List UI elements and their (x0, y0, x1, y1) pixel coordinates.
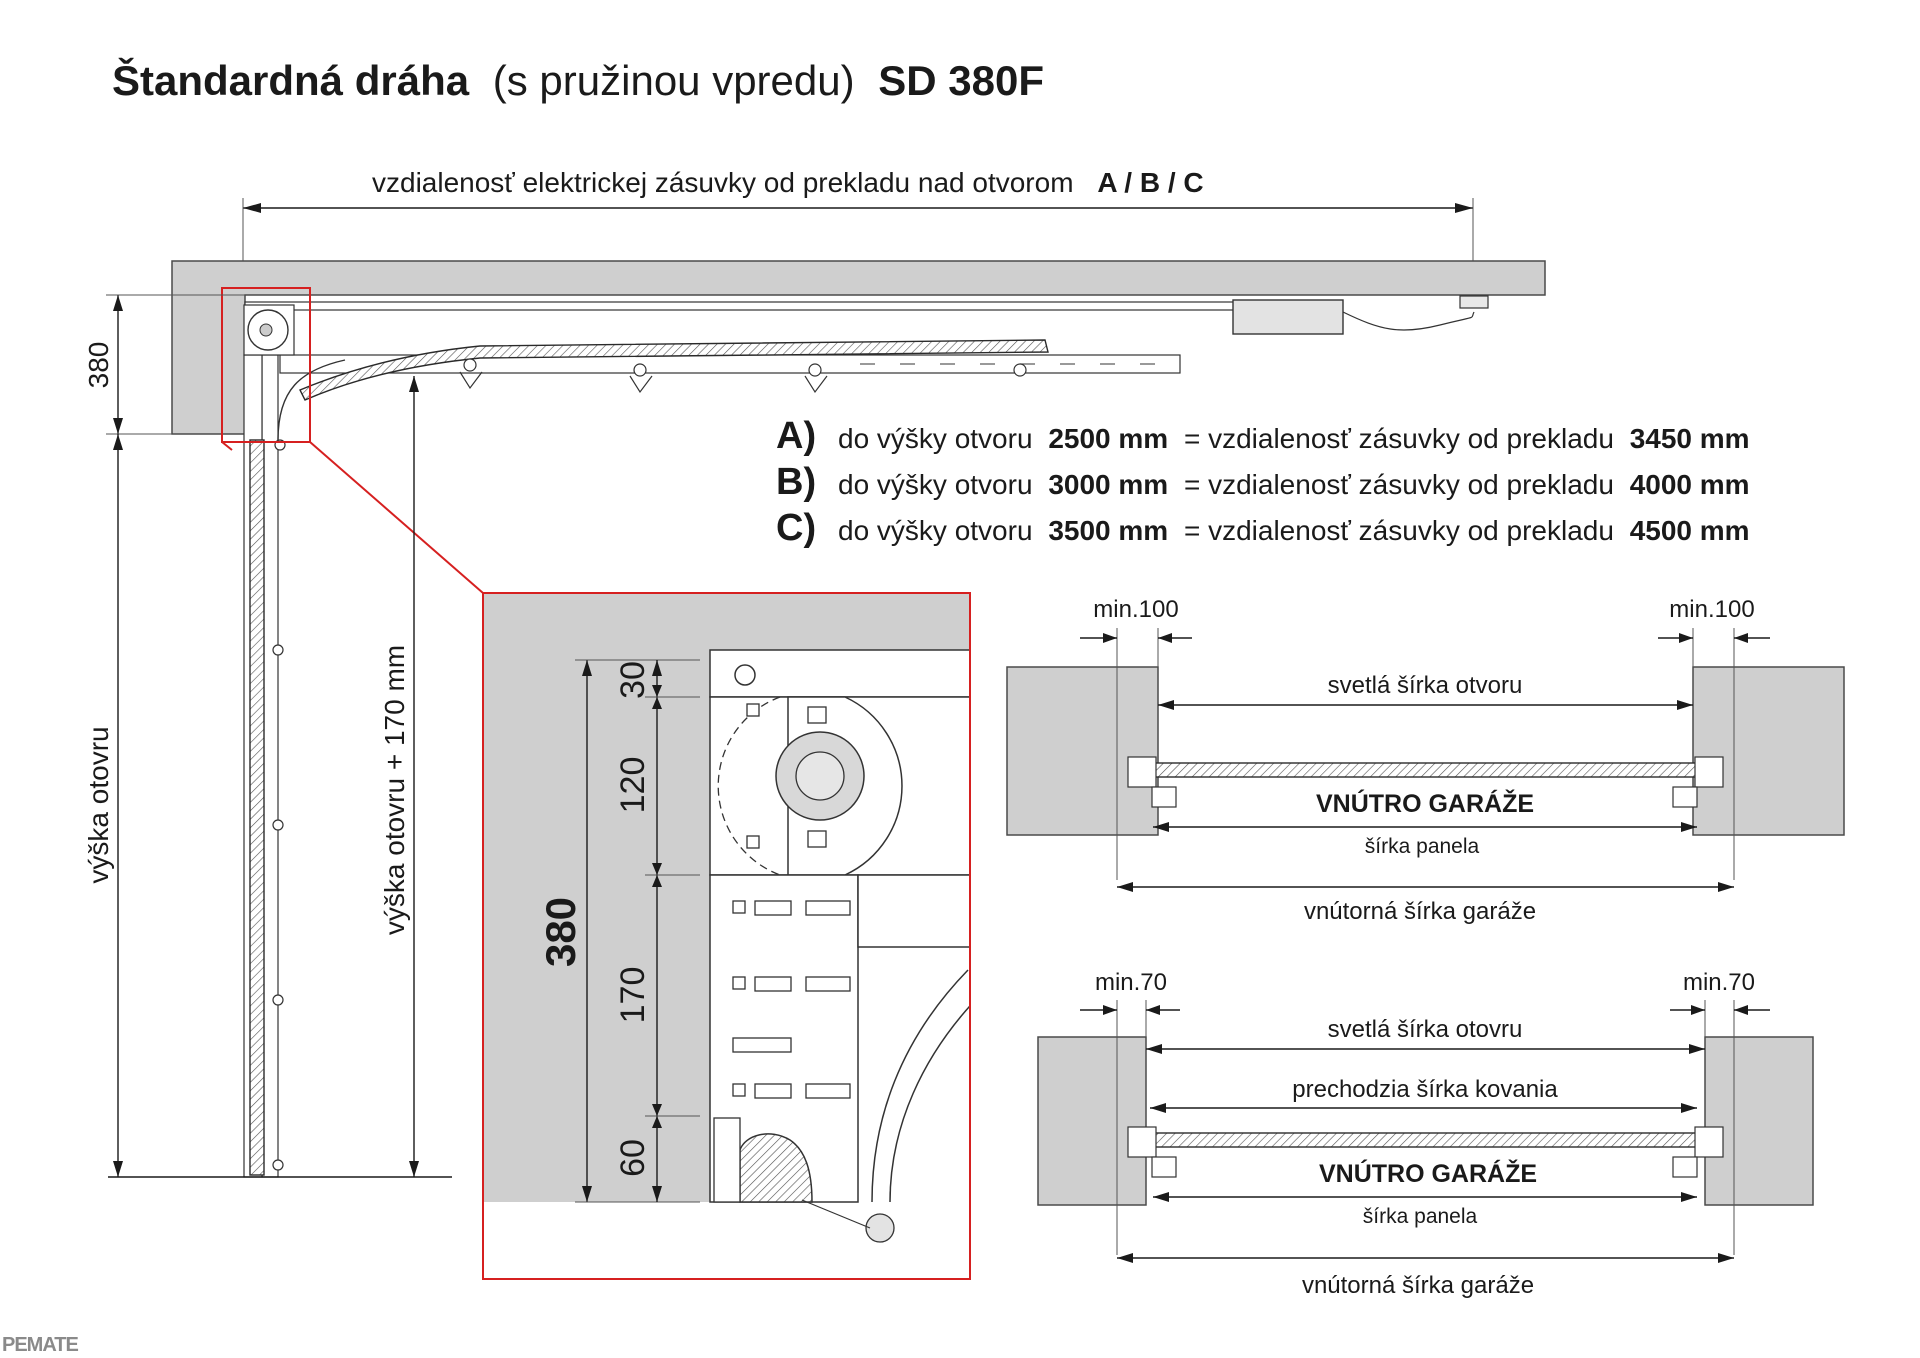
door-panels-open (299, 339, 1049, 401)
electric-socket (1342, 295, 1489, 331)
plan-bottom (1037, 1000, 1814, 1263)
plan-bottom-garage-width: vnútorná šírka garáže (1302, 1272, 1534, 1299)
distance-label-text: vzdialenosť elektrickej zásuvky od prekl… (372, 167, 1074, 198)
option-b-distance: 4000 mm (1630, 469, 1750, 500)
spring-shaft (243, 304, 295, 356)
plan-bottom-inside: VNÚTRO GARÁŽE (1319, 1158, 1537, 1188)
plan-bottom-passage-width: prechodzia šírka kovania (1292, 1076, 1558, 1103)
option-a-prefix: do výšky otvoru (838, 423, 1033, 454)
detail-seg-30: 30 (614, 661, 652, 699)
detail-dimensions (575, 659, 700, 1203)
door-panel-closed (249, 439, 286, 1176)
opening-height-plus-dimension (409, 376, 419, 1177)
option-b-text: do výšky otvoru 3000 mm = vzdialenosť zá… (838, 469, 1750, 500)
option-b-middle: = vzdialenosť zásuvky od prekladu (1184, 469, 1614, 500)
opening-height-dimension (113, 434, 123, 1177)
pemate-logo: PEMATE (2, 1334, 80, 1356)
option-c-middle: = vzdialenosť zásuvky od prekladu (1184, 515, 1614, 546)
detail-seg-120: 120 (614, 757, 652, 814)
distance-label: vzdialenosť elektrickej zásuvky od prekl… (372, 167, 1204, 198)
plan-bottom-clear-width: svetlá šírka otovru (1328, 1016, 1523, 1043)
option-b-letter: B) (776, 461, 816, 503)
detail-box (482, 592, 971, 1280)
option-a-letter: A) (776, 415, 816, 457)
option-a-height: 2500 mm (1048, 423, 1168, 454)
option-c-letter: C) (776, 507, 816, 549)
opening-height-label: výška otovru (83, 726, 114, 883)
title-normal: (s pružinou vpredu) (493, 57, 855, 104)
plan-top-min-left: min.100 (1093, 596, 1178, 623)
option-b-height: 3000 mm (1048, 469, 1168, 500)
title-model: SD 380F (878, 57, 1044, 104)
plan-bottom-min-left: min.70 (1095, 969, 1167, 996)
option-c-height: 3500 mm (1048, 515, 1168, 546)
option-c-prefix: do výšky otvoru (838, 515, 1033, 546)
distance-label-options: A / B / C (1097, 167, 1203, 198)
plan-top-garage-width: vnútorná šírka garáže (1304, 898, 1536, 925)
detail-seg-60: 60 (614, 1139, 652, 1177)
lintel-dimension (106, 294, 245, 435)
ceiling-rail (244, 301, 1236, 311)
plan-top-min-right: min.100 (1669, 596, 1754, 623)
horizontal-track (279, 354, 1181, 374)
detail-total-label: 380 (537, 897, 584, 967)
option-b-prefix: do výšky otvoru (838, 469, 1033, 500)
detail-seg-170: 170 (614, 967, 652, 1024)
lintel-dim-label: 380 (83, 342, 114, 389)
option-a-distance: 3450 mm (1630, 423, 1750, 454)
plan-top-panel-width: šírka panela (1365, 835, 1480, 858)
option-c-distance: 4500 mm (1630, 515, 1750, 546)
plan-top-inside: VNÚTRO GARÁŽE (1316, 788, 1534, 818)
options-list: A) do výšky otvoru 2500 mm = vzdialenosť… (776, 415, 1750, 549)
motor-unit (1232, 299, 1344, 335)
plan-bottom-min-right: min.70 (1683, 969, 1755, 996)
option-c-text: do výšky otvoru 3500 mm = vzdialenosť zá… (838, 515, 1750, 546)
page-title: Štandardná dráha (s pružinou vpredu) SD … (112, 56, 1044, 104)
title-bold: Štandardná dráha (112, 56, 470, 104)
plan-bottom-panel-width: šírka panela (1363, 1205, 1478, 1228)
logo-text: PEMATE (2, 1334, 79, 1356)
plan-top-clear-width: svetlá šírka otvoru (1328, 672, 1523, 699)
option-a-middle: = vzdialenosť zásuvky od prekladu (1184, 423, 1614, 454)
distance-dimension-line (242, 198, 1474, 312)
opening-height-plus-label: výška otovru + 170 mm (379, 645, 410, 935)
detail-marker (221, 287, 484, 594)
option-a-text: do výšky otvoru 2500 mm = vzdialenosť zá… (838, 423, 1750, 454)
plan-top (1006, 628, 1845, 892)
